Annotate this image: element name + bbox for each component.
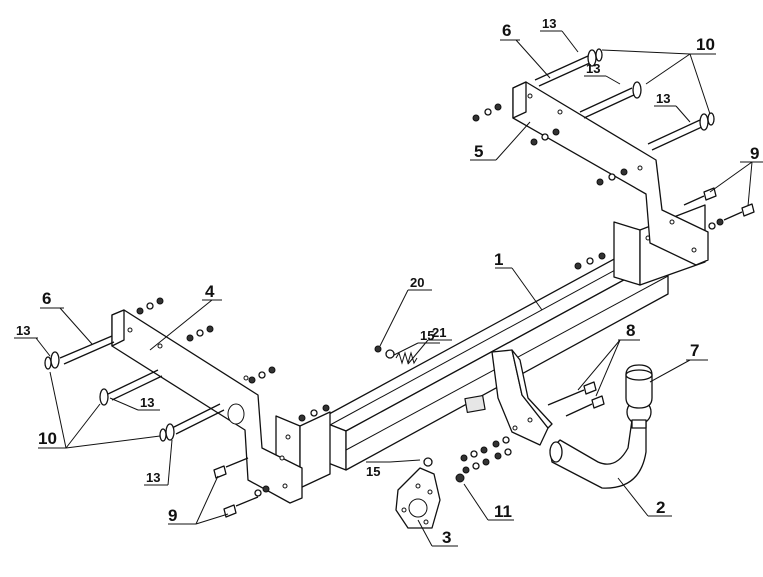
right-side-bracket <box>512 81 709 266</box>
ball-cover <box>625 364 653 409</box>
callout-15-top: 15 <box>420 328 434 343</box>
callout-4: 4 <box>205 282 215 301</box>
callout-13-left-mid: 13 <box>140 395 154 410</box>
callout-7: 7 <box>690 341 699 360</box>
callout-1: 1 <box>494 250 503 269</box>
callout-15-bottom: 15 <box>366 464 380 479</box>
neck-bolts <box>547 381 605 417</box>
callout-20: 20 <box>410 275 424 290</box>
left-fasteners <box>136 297 330 518</box>
callout-13-right-top: 13 <box>542 16 556 31</box>
spring-assembly <box>374 345 418 365</box>
tow-ball-neck <box>549 399 652 489</box>
callout-6-right: 6 <box>502 21 511 40</box>
left-side-bracket <box>111 309 303 504</box>
callout-13-left-bot: 13 <box>146 470 160 485</box>
socket-plate <box>395 457 441 529</box>
ball-neck-holder <box>464 349 553 446</box>
right-studs <box>534 48 715 151</box>
left-studs <box>44 335 225 442</box>
center-fasteners <box>455 436 512 483</box>
callout-13-left-top: 13 <box>16 323 30 338</box>
leader-lines <box>14 30 763 547</box>
callout-10-left: 10 <box>38 429 57 448</box>
callout-13-right-mid: 13 <box>586 61 600 76</box>
callout-2: 2 <box>656 498 665 517</box>
right-fasteners <box>472 103 755 270</box>
callout-6-left: 6 <box>42 289 51 308</box>
callout-10-right: 10 <box>696 35 715 54</box>
callout-9-right: 9 <box>750 144 759 163</box>
callout-21: 21 <box>432 325 446 340</box>
callout-8: 8 <box>626 321 635 340</box>
callout-3: 3 <box>442 528 451 547</box>
callout-13-right-bot: 13 <box>656 91 670 106</box>
washer-13-left-top <box>50 351 60 369</box>
callout-5: 5 <box>474 142 483 161</box>
callout-9-left: 9 <box>168 506 177 525</box>
callout-labels: 1 2 3 4 5 6 6 7 8 9 9 10 10 11 13 13 13 … <box>16 16 759 547</box>
callout-11: 11 <box>494 502 512 521</box>
